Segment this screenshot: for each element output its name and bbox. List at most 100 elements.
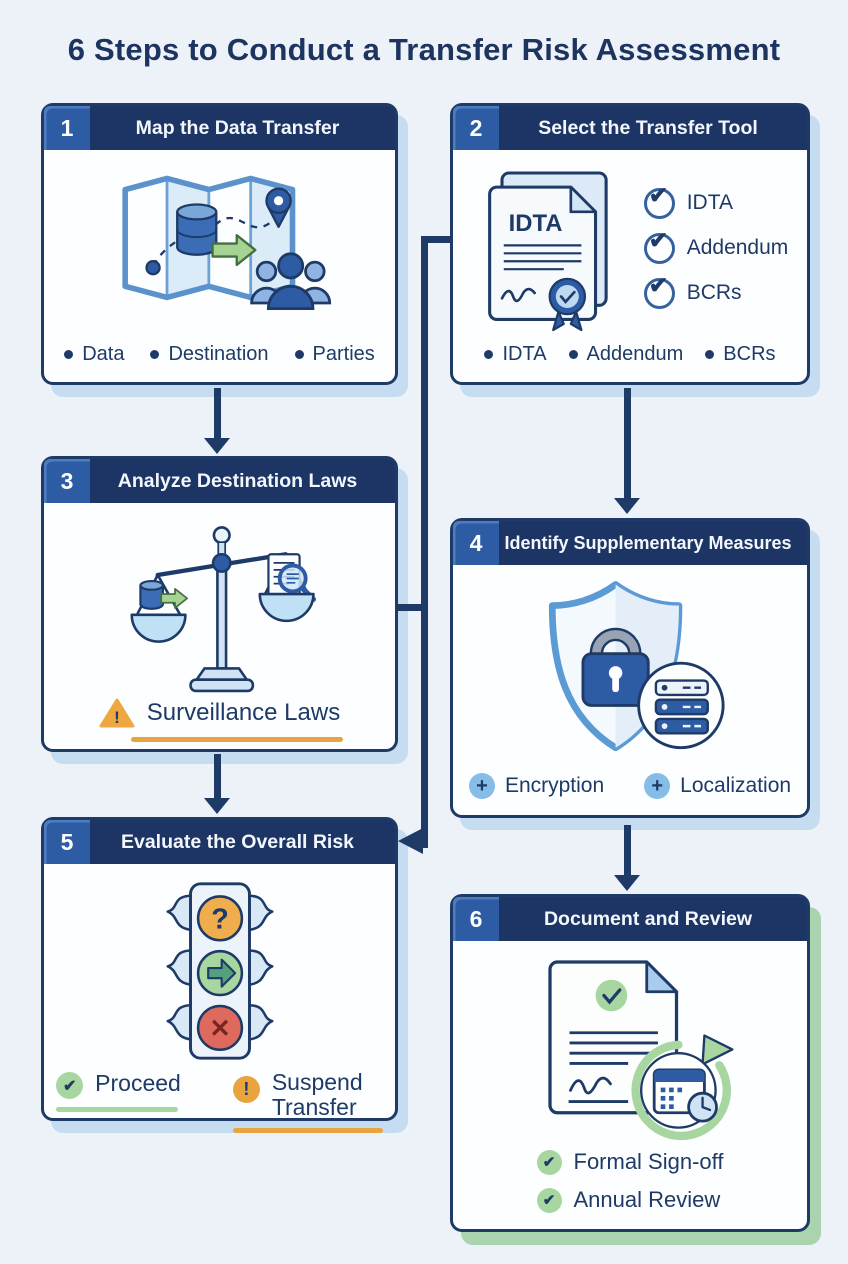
bullet-item: Parties bbox=[294, 343, 375, 366]
scale-stand bbox=[194, 667, 248, 681]
database-icon-small bbox=[138, 579, 164, 610]
scale-base bbox=[188, 678, 254, 693]
step3-body: ! Surveillance Laws bbox=[44, 503, 395, 758]
document-title-text: IDTA bbox=[508, 210, 562, 237]
exclamation-circle-icon: ! bbox=[232, 1076, 260, 1103]
measure-item: + Localization bbox=[644, 773, 791, 799]
people-group-icon bbox=[249, 252, 331, 311]
document-review-icon bbox=[548, 960, 734, 1141]
step1-header: 1 Map the Data Transfer bbox=[44, 106, 395, 150]
step5-card: 5 Evaluate the Overall Risk ? ✕ bbox=[41, 817, 398, 1133]
circle-check-icon: ✔ bbox=[643, 182, 675, 219]
bullet-item: Data bbox=[64, 343, 124, 366]
folded-corner bbox=[569, 185, 597, 214]
step3-title: Analyze Destination Laws bbox=[117, 469, 358, 492]
left-pan bbox=[129, 613, 187, 643]
step6-number-badge: 6 bbox=[453, 897, 499, 941]
green-check-icon: ✔ bbox=[536, 1187, 562, 1213]
check-item: ✔ Annual Review bbox=[536, 1187, 724, 1213]
cross-glyph: ✕ bbox=[209, 1015, 230, 1043]
step3-number-badge: 3 bbox=[44, 459, 90, 503]
bullet-item: BCRs bbox=[705, 343, 776, 366]
warning-line: ! Surveillance Laws bbox=[99, 697, 340, 729]
step2-checklist: ✔ IDTA ✔ Addendum ✔ BCRs bbox=[643, 182, 789, 309]
route-dashed-path bbox=[214, 217, 275, 229]
checklist-label: BCRs bbox=[686, 281, 742, 304]
traffic-light-visors bbox=[165, 894, 274, 1041]
connector-step2-step5-top-segment bbox=[426, 236, 452, 243]
bullet-label: Addendum bbox=[586, 343, 684, 365]
arrow-step2-step4-shaft bbox=[624, 388, 631, 500]
location-pin-icon bbox=[264, 187, 292, 228]
step4-body: + Encryption + Localization bbox=[453, 565, 807, 815]
approved-check-icon bbox=[595, 979, 628, 1012]
stop-light bbox=[196, 1004, 243, 1052]
step6-title: Document and Review bbox=[543, 907, 753, 930]
bullet-dot-icon bbox=[484, 350, 494, 359]
bullet-item: Addendum bbox=[568, 343, 684, 366]
bullet-label: Data bbox=[82, 343, 125, 365]
outcome-line: ✔ Proceed bbox=[56, 1070, 181, 1099]
database-icon bbox=[175, 203, 217, 256]
traffic-light-icon: ? ✕ bbox=[165, 882, 274, 1060]
step1-card: 1 Map the Data Transfer bbox=[41, 103, 398, 385]
green-arrow-icon bbox=[206, 958, 236, 988]
scale-pivot bbox=[211, 552, 232, 573]
circle-check-icon: ✔ bbox=[643, 227, 675, 264]
folded-corner bbox=[645, 960, 678, 994]
step1-bullets: Data Destination Parties bbox=[64, 343, 375, 366]
step6-body: ✔ Formal Sign-off ✔ Annual Review bbox=[453, 941, 807, 1229]
bullet-item: Destination bbox=[150, 343, 269, 366]
warning-triangle-icon: ! bbox=[99, 698, 135, 728]
check-circle-icon: ✔ bbox=[56, 1072, 84, 1099]
outcome-line: ! Suspend Transfer bbox=[232, 1069, 383, 1120]
step4-card: 4 Identify Supplementary Measures bbox=[450, 518, 810, 818]
check-glyph: ✔ bbox=[648, 226, 668, 253]
transfer-arrow-icon-small bbox=[159, 587, 188, 609]
step4-title: Identify Supplementary Measures bbox=[504, 532, 792, 553]
unknown-risk-light bbox=[196, 895, 243, 942]
bullet-label: BCRs bbox=[723, 343, 776, 365]
check-label: Formal Sign-off bbox=[573, 1149, 724, 1174]
scale-pole bbox=[215, 561, 227, 670]
check-glyph: ✔ bbox=[648, 181, 668, 208]
document-lines bbox=[503, 244, 582, 271]
step2-header: 2 Select the Transfer Tool bbox=[453, 106, 807, 150]
bullet-label: Destination bbox=[168, 343, 269, 365]
step4-header: 4 Identify Supplementary Measures bbox=[453, 521, 807, 565]
step2-title: Select the Transfer Tool bbox=[538, 116, 758, 139]
justice-scale-icon bbox=[129, 526, 316, 693]
step5-header: 5 Evaluate the Overall Risk bbox=[44, 820, 395, 864]
document-lines bbox=[569, 1031, 658, 1065]
step2-card: 2 Select the Transfer Tool IDTA bbox=[450, 103, 810, 385]
checklist-label: Addendum bbox=[686, 236, 789, 259]
step6-checks: ✔ Formal Sign-off ✔ Annual Review bbox=[536, 1149, 724, 1213]
bullet-dot-icon bbox=[705, 350, 715, 359]
step6-card: 6 Document and Review bbox=[450, 894, 810, 1232]
connector-step2-step5-head bbox=[398, 828, 423, 854]
step3-card: 3 Analyze Destination Laws bbox=[41, 456, 398, 752]
question-glyph: ? bbox=[211, 903, 229, 935]
arrow-step4-step6-head bbox=[614, 875, 640, 891]
outcome-label: Proceed bbox=[95, 1070, 181, 1096]
arrow-step4-step6-shaft bbox=[624, 825, 631, 877]
measure-item: + Encryption bbox=[468, 773, 604, 799]
clock-icon bbox=[687, 1091, 718, 1123]
warning-block: ! Surveillance Laws bbox=[97, 697, 343, 742]
plus-icon: + bbox=[468, 773, 495, 799]
outcome-suspend: ! Suspend Transfer bbox=[232, 1069, 383, 1133]
bullet-label: IDTA bbox=[502, 343, 547, 365]
plus-icon: + bbox=[644, 773, 671, 799]
check-label: Annual Review bbox=[573, 1187, 721, 1212]
outcome-label: Suspend Transfer bbox=[271, 1069, 363, 1120]
bullet-dot-icon bbox=[150, 350, 160, 359]
signature-icon bbox=[569, 1076, 612, 1095]
map-icon bbox=[121, 175, 331, 311]
shield-lock-icon bbox=[548, 581, 725, 752]
bullet-dot-icon bbox=[294, 350, 304, 359]
step5-body: ? ✕ ✔ Proceed ! Suspend Transfer bbox=[44, 864, 395, 1149]
step3-header: 3 Analyze Destination Laws bbox=[44, 459, 395, 503]
step5-outcomes: ✔ Proceed ! Suspend Transfer bbox=[56, 1070, 383, 1133]
step2-body: IDTA ✔ IDTA bbox=[453, 150, 807, 382]
